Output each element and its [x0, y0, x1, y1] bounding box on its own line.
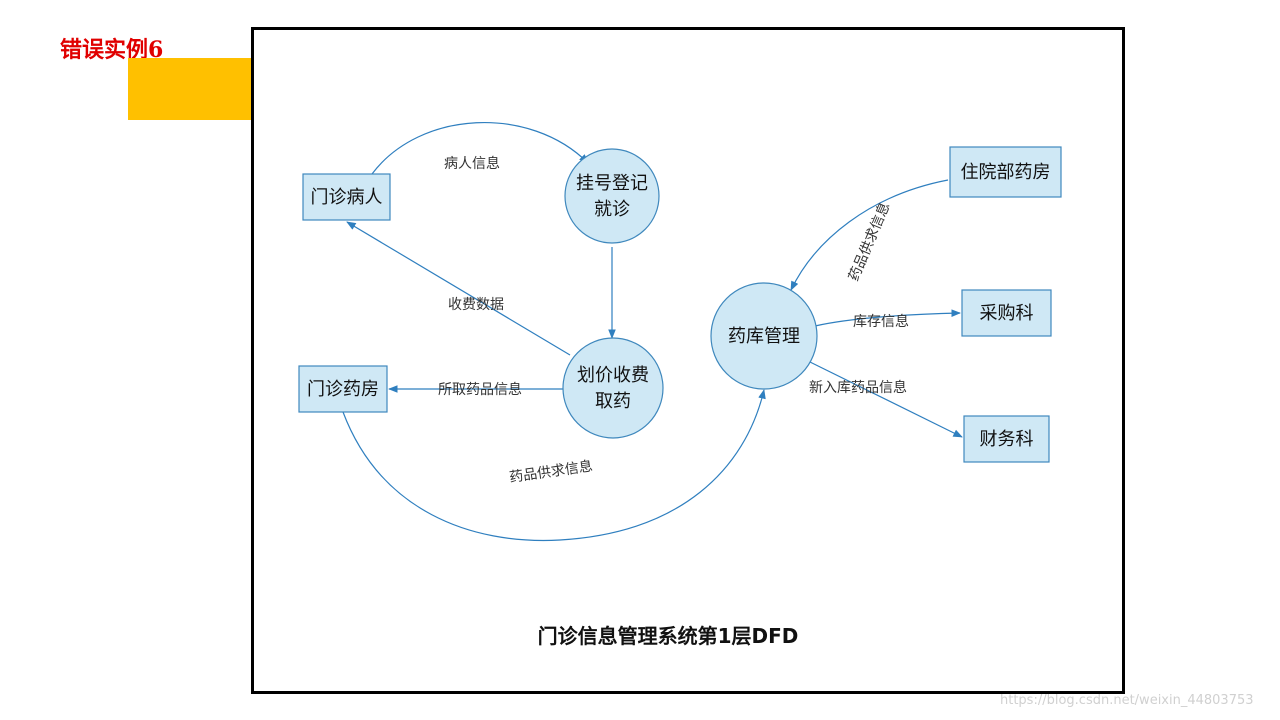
entity-inpatient-pharmacy: 住院部药房 — [949, 146, 1062, 198]
process-pricing-line1: 划价收费 — [577, 365, 649, 386]
label-new-stock: 新入库药品信息 — [809, 379, 907, 396]
entity-inpatient-pharmacy-label: 住院部药房 — [961, 162, 1051, 183]
process-pricing: 划价收费 取药 — [562, 337, 664, 439]
process-registration: 挂号登记 就诊 — [564, 148, 660, 244]
flow-supply-outpatient — [342, 389, 766, 542]
label-patient-info: 病人信息 — [444, 155, 500, 172]
diagram-frame — [251, 27, 1125, 694]
label-drug-taken: 所取药品信息 — [438, 381, 522, 398]
process-registration-line1: 挂号登记 — [576, 173, 648, 194]
label-supply-outpatient: 药品供求信息 — [508, 457, 594, 486]
flow-new-stock — [809, 361, 963, 438]
process-registration-line2: 就诊 — [594, 199, 630, 220]
flow-supply-inpatient — [790, 179, 949, 291]
entity-purchasing-dept: 采购科 — [961, 289, 1052, 337]
diagram-caption: 门诊信息管理系统第1层DFD — [538, 624, 799, 648]
entity-purchasing-dept-label: 采购科 — [980, 303, 1034, 324]
entity-outpatient-pharmacy: 门诊药房 — [298, 365, 388, 413]
entity-finance-dept-label: 财务科 — [980, 429, 1034, 450]
label-stock-info: 库存信息 — [853, 313, 909, 330]
process-warehouse: 药库管理 — [710, 282, 818, 390]
entity-outpatient-patient: 门诊病人 — [302, 173, 391, 221]
label-supply-inpatient: 药品供求信息 — [845, 200, 893, 284]
entity-outpatient-pharmacy-label: 门诊药房 — [307, 379, 379, 400]
label-fee-data: 收费数据 — [448, 297, 504, 313]
entity-finance-dept: 财务科 — [963, 415, 1050, 463]
process-warehouse-label: 药库管理 — [728, 326, 800, 347]
flow-fee-data — [346, 221, 571, 356]
process-pricing-line2: 取药 — [595, 391, 631, 412]
entity-outpatient-patient-label: 门诊病人 — [311, 187, 383, 208]
watermark-url: https://blog.csdn.net/weixin_44803753 — [1000, 693, 1254, 708]
flow-stock-info — [814, 309, 961, 327]
flow-patient-info — [371, 121, 589, 175]
